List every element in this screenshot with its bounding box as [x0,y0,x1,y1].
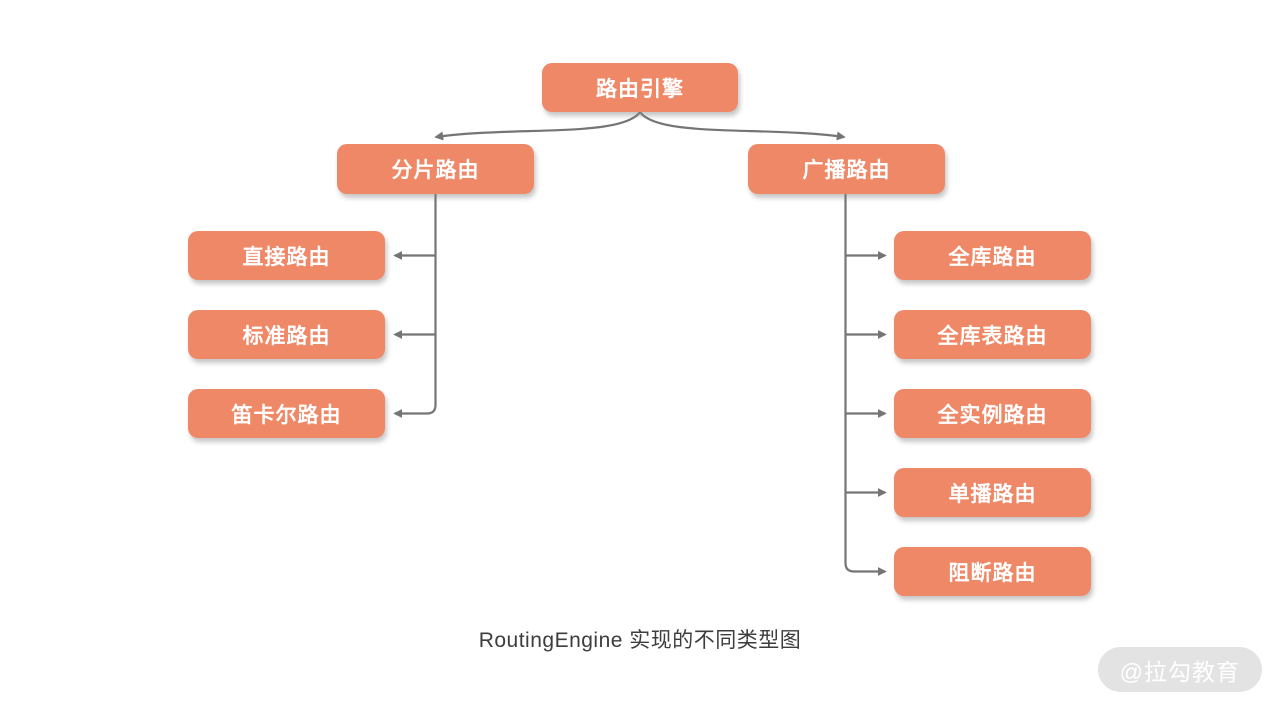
node-unicast-routing: 单播路由 [894,468,1091,517]
node-routing-engine: 路由引擎 [542,63,738,112]
watermark-badge: @拉勾教育 [1097,647,1262,692]
node-direct-routing: 直接路由 [188,231,385,280]
node-full-database-table-routing: 全库表路由 [894,310,1091,359]
node-cartesian-routing: 笛卡尔路由 [188,389,385,438]
node-sharding-routing: 分片路由 [337,144,534,194]
node-broadcast-routing: 广播路由 [748,144,945,194]
node-full-database-routing: 全库路由 [894,231,1091,280]
node-block-routing: 阻断路由 [894,547,1091,596]
node-full-instance-routing: 全实例路由 [894,389,1091,438]
diagram-caption: RoutingEngine 实现的不同类型图 [478,629,802,652]
node-standard-routing: 标准路由 [188,310,385,359]
